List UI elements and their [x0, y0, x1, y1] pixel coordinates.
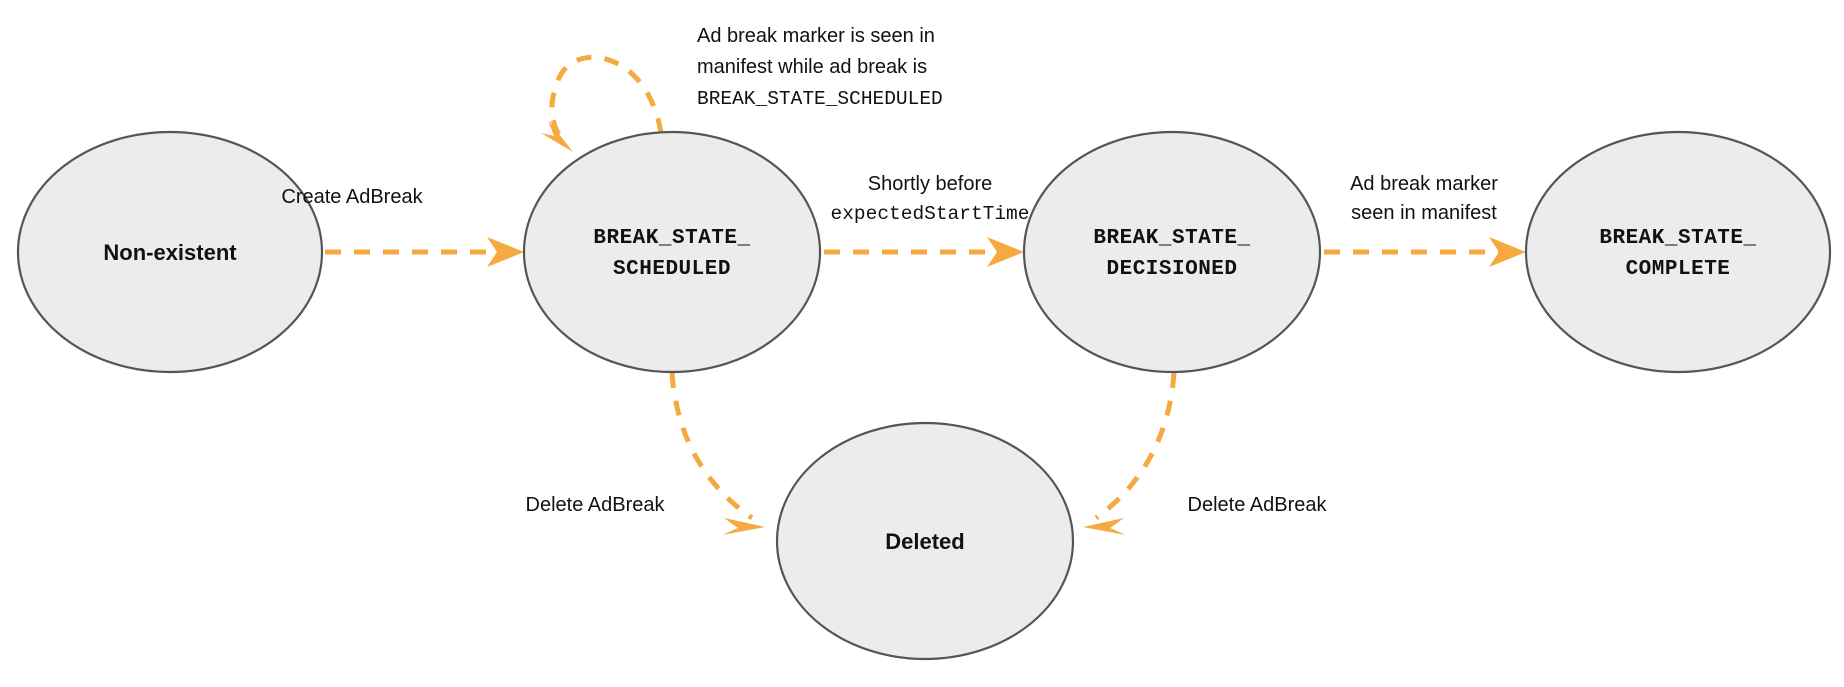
node-label-line1: BREAK_STATE_ [593, 227, 750, 250]
edge-line [1094, 372, 1177, 521]
node-label-line2: SCHEDULED [613, 258, 731, 281]
edge-label-line2: expectedStartTime [831, 203, 1030, 225]
edge-delete-from-decisioned [1083, 372, 1177, 535]
edge-label-self-loop: Ad break marker is seen in manifest whil… [697, 25, 943, 110]
node-shape [1022, 130, 1322, 374]
label-part-sans: Delete [526, 494, 588, 516]
edge-label-marker-seen: Ad break marker seen in manifest [1350, 173, 1498, 224]
node-label-line2: DECISIONED [1106, 258, 1237, 281]
node-label: Deleted [885, 529, 964, 554]
label-part-sans: Delete [1188, 494, 1250, 516]
edge-label-line2: manifest while ad break is [697, 56, 927, 78]
edge-self-loop-scheduled [541, 54, 664, 152]
node-break-state-complete[interactable]: BREAK_STATE_ COMPLETE [1524, 130, 1832, 374]
node-label-line1: BREAK_STATE_ [1093, 227, 1250, 250]
label-part-sans: Create [281, 186, 345, 208]
node-non-existent[interactable]: Non-existent [16, 130, 324, 374]
label-part-mono: AdBreak [346, 186, 424, 208]
edge-label-delete-from-scheduled: Delete AdBreak [526, 494, 666, 516]
edge-label-shortly-before: Shortly before expectedStartTime [831, 173, 1030, 225]
node-label-line2: COMPLETE [1626, 258, 1731, 281]
node-break-state-scheduled[interactable]: BREAK_STATE_ SCHEDULED [522, 130, 822, 374]
edge-label-line1: Ad break marker is seen in [697, 25, 935, 47]
edge-label-text: Create AdBreak [281, 186, 423, 208]
arrowhead [487, 237, 524, 267]
edge-line [669, 372, 754, 521]
edge-label-create-adbreak: Create AdBreak [281, 186, 423, 208]
edge-create-adbreak [325, 237, 524, 267]
edge-label-line3: BREAK_STATE_SCHEDULED [697, 88, 943, 110]
edge-loop-path [549, 54, 664, 146]
edge-ad-break-marker-seen [1324, 237, 1526, 267]
arrowhead [1083, 518, 1126, 535]
node-shape [775, 421, 1075, 661]
edge-label-line2: seen in manifest [1351, 202, 1497, 224]
node-break-state-decisioned[interactable]: BREAK_STATE_ DECISIONED [1022, 130, 1322, 374]
edge-label-line1: Shortly before [868, 173, 993, 195]
node-deleted[interactable]: Deleted [775, 421, 1075, 661]
edge-label-text: Delete AdBreak [526, 494, 666, 516]
edge-label-text: Delete AdBreak [1188, 494, 1328, 516]
arrowhead [1489, 237, 1526, 267]
label-part-mono: AdBreak [1250, 494, 1328, 516]
edge-label-line1: Ad break marker [1350, 173, 1498, 195]
node-shape [16, 130, 324, 374]
node-label-line1: BREAK_STATE_ [1599, 227, 1756, 250]
node-label: Non-existent [103, 240, 237, 265]
node-shape [1524, 130, 1832, 374]
arrowhead [722, 518, 765, 535]
edge-delete-from-scheduled [669, 372, 765, 535]
arrowhead [541, 120, 573, 152]
node-shape [522, 130, 822, 374]
edge-label-delete-from-decisioned: Delete AdBreak [1188, 494, 1328, 516]
arrowhead [987, 237, 1024, 267]
edge-shortly-before [824, 237, 1024, 267]
label-part-mono: AdBreak [588, 494, 666, 516]
